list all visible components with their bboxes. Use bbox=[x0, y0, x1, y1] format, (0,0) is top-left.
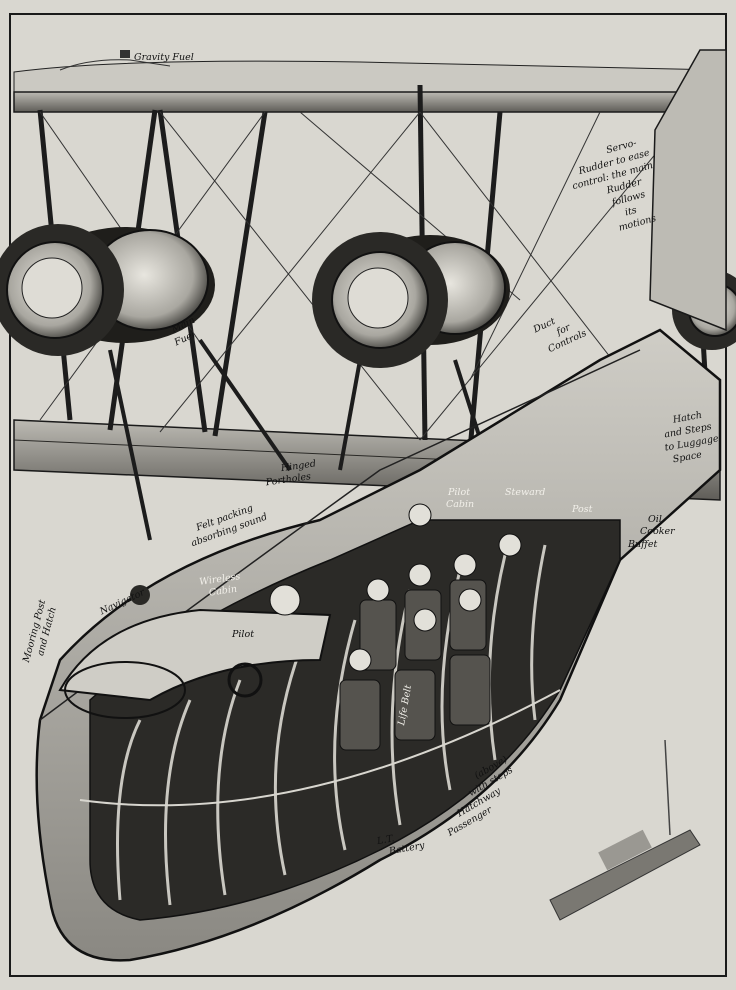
label-post: Post bbox=[571, 504, 593, 515]
upper-wing bbox=[13, 50, 721, 113]
nacelle-struts bbox=[108, 338, 492, 541]
control-wheel bbox=[227, 662, 263, 698]
label-gravity-fuel: Gravity Fuel bbox=[134, 52, 194, 63]
page-border bbox=[9, 13, 727, 977]
cockpit bbox=[58, 584, 332, 719]
label-duct-for-controls: Duct for Controls bbox=[531, 306, 589, 358]
engine-left bbox=[0, 224, 215, 356]
gravity-fuel-cap bbox=[120, 50, 130, 58]
label-mooring-post: Mooring Post and Hatch bbox=[21, 596, 61, 668]
engine-centre bbox=[312, 232, 510, 368]
label-steward: Steward bbox=[505, 487, 545, 498]
pilot-figure bbox=[269, 584, 301, 616]
label-servo-rudder: Servo- Rudder to ease control: the main … bbox=[565, 134, 671, 242]
label-pilot: Pilot bbox=[231, 629, 254, 640]
tail-fin bbox=[649, 49, 727, 332]
navigator-lamp bbox=[130, 585, 150, 605]
ship-silhouette bbox=[549, 739, 701, 921]
label-pilot-cabin: Pilot Cabin bbox=[446, 487, 474, 510]
label-wireless-cabin: Wireless Cabin bbox=[199, 571, 246, 600]
label-oil-cooker: Oil Cooker bbox=[640, 514, 676, 537]
label-buffet: Buffet bbox=[627, 539, 657, 550]
